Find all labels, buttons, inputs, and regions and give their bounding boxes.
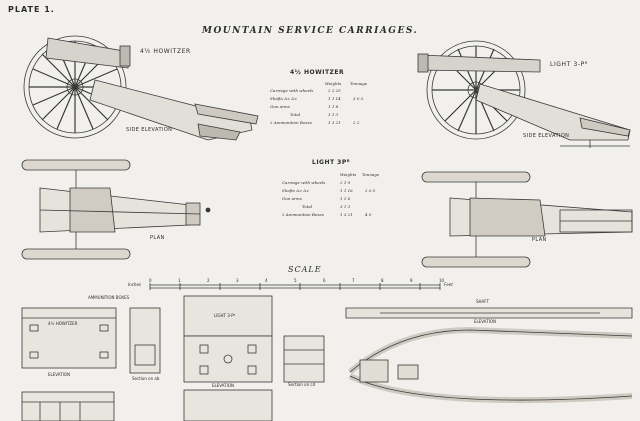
table-light-header-weights: Weights — [340, 172, 357, 177]
scale-feet-label: Feet — [444, 282, 453, 287]
scale-bar — [149, 283, 441, 290]
side-elevation-label-right: SIDE ELEVATION — [523, 133, 570, 139]
scale-tick-label: 5 — [294, 278, 297, 283]
shaft-drawing — [345, 307, 633, 404]
scale-inches-label: Inches — [128, 282, 141, 287]
scale-tick-label: 4 — [265, 278, 268, 283]
scale-tick-label: 3 — [236, 278, 239, 283]
shaft-elevation-label: ELEVATION — [474, 319, 496, 324]
box-light-label: LIGHT 3-Pᴿ — [214, 313, 236, 318]
table-howitzer-header-tonnage: Tonnage — [350, 81, 368, 86]
shaft-label: SHAFT — [476, 299, 489, 304]
elevation-label-left: ELEVATION — [48, 372, 70, 377]
light-3pr-plan — [421, 171, 633, 268]
side-elevation-label-left: SIDE ELEVATION — [126, 127, 173, 133]
scale-tick-label: 8 — [381, 278, 384, 283]
table-light-header-tonnage: Tonnage — [362, 172, 380, 177]
plan-label-left: PLAN — [150, 235, 165, 241]
plate-number: PLATE 1. — [8, 5, 55, 14]
ammunition-box-light — [183, 295, 325, 421]
scale-tick-label: 10 — [439, 278, 445, 283]
howitzer-side-elevation — [23, 35, 259, 141]
scale-tick-label: 6 — [323, 278, 326, 283]
box-howitzer-label: 4½ HOWITZER — [48, 321, 78, 326]
section-label-cd: Section on cd — [288, 382, 316, 387]
scale-tick-label: 7 — [352, 278, 355, 283]
plan-label-right: PLAN — [532, 237, 547, 243]
elevation-label-middle: ELEVATION — [212, 383, 234, 388]
howitzer-plan — [21, 159, 211, 260]
scale-tick-label: 1 — [178, 278, 181, 283]
scale-title: SCALE — [288, 265, 322, 274]
scale-tick-label: 0 — [149, 278, 152, 283]
scale-tick-label: 2 — [207, 278, 210, 283]
light-3pr-heading: LIGHT 3-Pᴿ — [550, 61, 589, 68]
table-howitzer-header-weights: Weights — [325, 81, 342, 86]
scale-tick-label: 9 — [410, 278, 413, 283]
howitzer-heading: 4½ HOWITZER — [140, 48, 191, 55]
ammunition-boxes-label: AMMUNITION BOXES — [88, 295, 130, 300]
table-howitzer-title: 4½ HOWITZER — [290, 69, 345, 76]
ammunition-box-howitzer — [21, 307, 161, 421]
page-title: MOUNTAIN SERVICE CARRIAGES. — [202, 26, 419, 36]
light-3pr-side-elevation — [417, 40, 631, 148]
section-label-ab: Section on ab — [132, 376, 160, 381]
table-light-title: LIGHT 3Pᴿ — [312, 159, 351, 166]
